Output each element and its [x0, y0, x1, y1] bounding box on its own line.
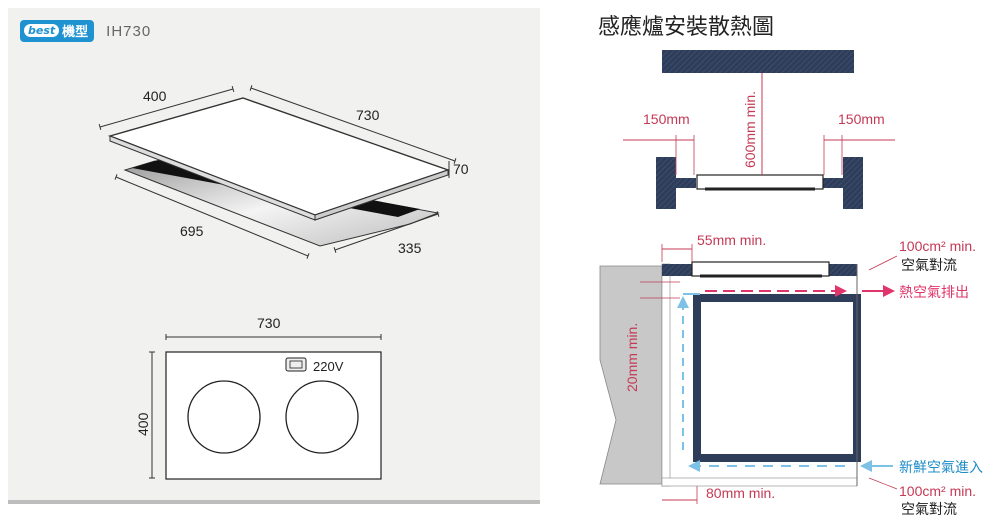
- cabinet-airflow-diagram: 55mm min. 20mm min. 80mm min. 100cm² min…: [599, 232, 983, 517]
- side-clearance-diagram: 600mm min. 150mm 150mm: [623, 50, 895, 209]
- dim-cutout-width: 695: [180, 223, 204, 239]
- oven-box: [693, 294, 861, 462]
- side-clearance-left: 150mm: [643, 111, 690, 127]
- hot-air-label: 熱空氣排出: [899, 284, 969, 300]
- dim-cutout-depth: 335: [398, 240, 422, 256]
- cabinet-side-left: [661, 263, 671, 487]
- vent-bottom-label: 空氣對流: [901, 501, 957, 517]
- top-cabinet: [662, 50, 854, 73]
- side-clearance-right: 150mm: [838, 111, 885, 127]
- hob-front-edge: [314, 169, 449, 221]
- brand-logo: best: [24, 24, 60, 37]
- counter-top-right: [829, 264, 857, 276]
- hob-side-view: [696, 174, 824, 190]
- isometric-hob: 400 730 70 695 335: [98, 85, 469, 259]
- power-socket-icon: [285, 357, 307, 372]
- counter-top-left: [662, 264, 692, 276]
- left-burner: [187, 380, 261, 454]
- model-name: IH730: [106, 22, 152, 40]
- side-gap-label: 20mm min.: [624, 323, 640, 392]
- top-clearance-label: 600mm min.: [742, 91, 758, 168]
- dim-depth-top: 400: [143, 88, 167, 104]
- fresh-air-label: 新鮮空氣進入: [899, 459, 983, 475]
- plan-voltage: 220V: [313, 359, 344, 374]
- plan-view: 730 400 220V: [135, 315, 382, 480]
- brand-label: 機型: [62, 24, 89, 39]
- vent-bottom-area: 100cm² min.: [899, 483, 976, 499]
- plan-depth-label: 400: [135, 412, 151, 436]
- right-side-cabinet: [843, 157, 863, 209]
- plan-width-label: 730: [257, 315, 281, 331]
- left-side-cabinet: [656, 157, 676, 209]
- hob-in-counter: [691, 261, 830, 277]
- left-counter: [676, 178, 696, 188]
- dim-height: 70: [453, 161, 469, 177]
- top-gap-label: 55mm min.: [697, 232, 766, 248]
- dim-width-top: 730: [356, 107, 380, 123]
- vent-top-label: 空氣對流: [901, 257, 957, 273]
- bottom-gap-label: 80mm min.: [706, 485, 775, 501]
- vent-top-area: 100cm² min.: [899, 238, 976, 254]
- right-counter: [823, 178, 843, 188]
- vent-title: 感應爐安裝散熱圖: [598, 14, 774, 39]
- brand-header: best 機型 IH730: [20, 20, 151, 42]
- brand-badge: best 機型: [20, 20, 95, 42]
- right-burner: [285, 380, 359, 454]
